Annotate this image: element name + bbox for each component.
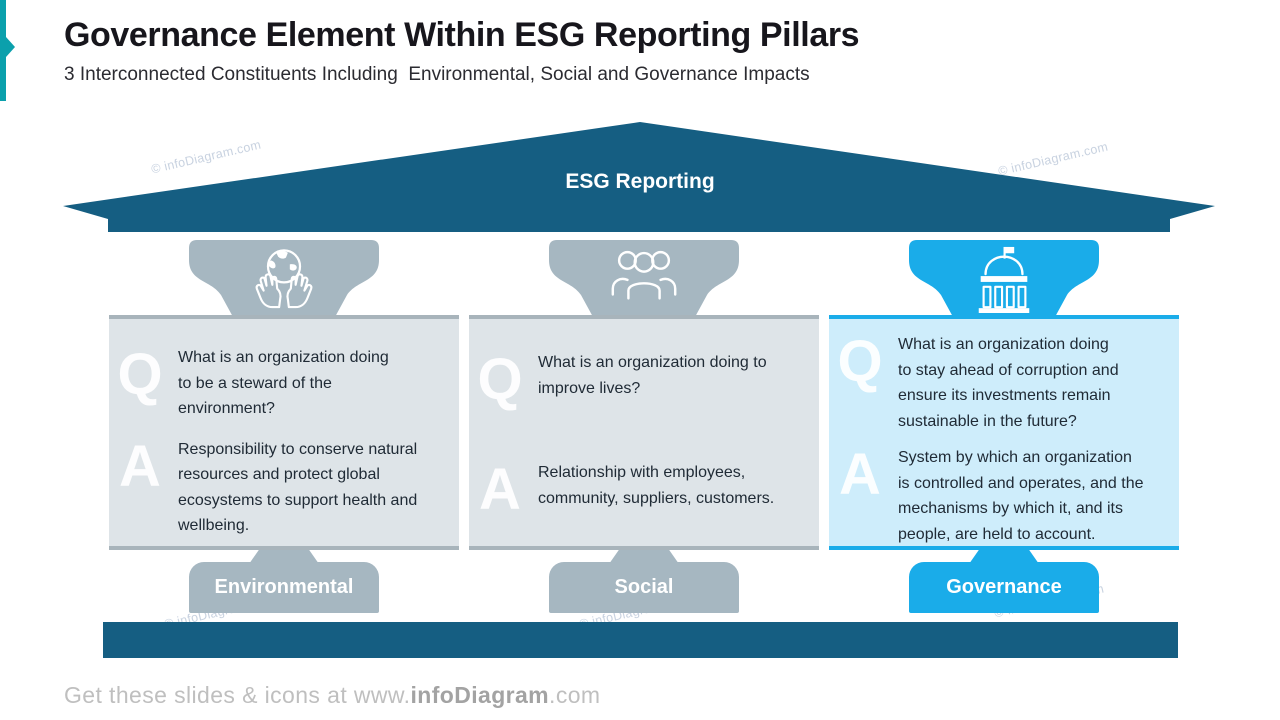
question-letter: Q [837,329,883,394]
pillar-label: Social [614,576,674,598]
pillar-pedestal-neck [609,550,679,564]
social-qa-box: Q What is an organization doing to impro… [469,315,819,550]
footer-credit: Get these slides & icons at www.infoDiag… [64,682,601,709]
environmental-qa-box: Q What is an organization doing to be a … [109,315,459,550]
foundation-bar [103,622,1178,658]
pillar-social: Q What is an organization doing to impro… [469,240,819,613]
pillar-pedestal: Social [549,562,739,613]
footer-brand: infoDiagram [410,682,550,708]
pillar-capital [189,240,379,317]
esg-roof-shape [63,122,1215,232]
accent-arrow-icon [6,37,15,57]
pillar-pedestal: Governance [909,562,1099,613]
esg-roof-label: ESG Reporting [565,170,715,193]
pillar-label: Governance [946,576,1062,598]
hands-holding-globe-icon [245,245,323,316]
answer-text: System by which an organization is contr… [898,449,1144,543]
government-building-icon [965,245,1043,318]
footer-prefix: Get these slides & icons at www. [64,682,411,708]
answer-letter: A [839,442,881,507]
pillar-pedestal-neck [249,550,319,564]
pillar-capital [549,240,739,317]
answer-text: Responsibility to conserve natural resou… [178,440,418,535]
pillar-pedestal-neck [969,550,1039,564]
question-text: What is an organization doing to stay ah… [898,336,1119,430]
pillar-capital [909,240,1099,317]
governance-qa-box: Q What is an organization doing to stay … [829,315,1179,550]
accent-bar [0,0,6,101]
question-text: What is an organization doing to improve… [538,354,767,397]
pillar-label: Environmental [214,576,354,598]
answer-text: Relationship with employees, community, … [538,464,775,507]
pillar-governance: Q What is an organization doing to stay … [829,240,1179,613]
page-subtitle: 3 Interconnected Constituents Including … [64,64,810,85]
answer-letter: A [479,457,521,523]
question-letter: Q [477,347,523,412]
pillar-pedestal: Environmental [189,562,379,613]
question-letter: Q [117,342,163,407]
people-group-icon [605,245,683,312]
question-text: What is an organization doing to be a st… [178,349,389,417]
page-title: Governance Element Within ESG Reporting … [64,16,860,54]
pillar-environmental: Q What is an organization doing to be a … [109,240,459,613]
footer-suffix: .com [549,682,601,708]
answer-letter: A [119,433,161,499]
